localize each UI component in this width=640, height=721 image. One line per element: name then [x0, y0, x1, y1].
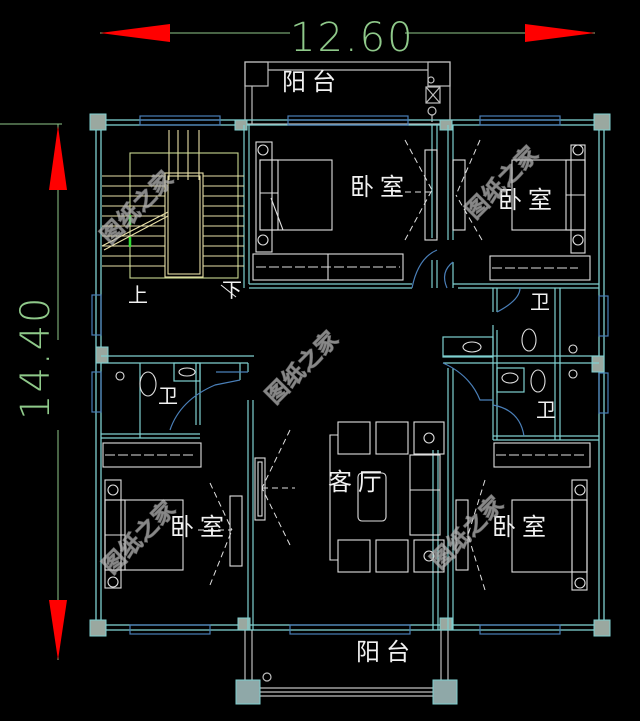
living-room-label: 客厅: [328, 468, 388, 496]
stair-up-label: 上: [128, 283, 148, 307]
arrow-left-icon: [100, 24, 170, 42]
arrow-right-icon: [525, 24, 595, 42]
balcony-bottom-label: 阳台: [356, 638, 416, 666]
bathroom-right-bottom-label: 卫: [536, 398, 556, 422]
corner-columns: [89, 113, 611, 637]
doors: [169, 249, 525, 437]
interior-walls: [101, 125, 599, 630]
bathroom-right-top-label: 卫: [530, 290, 550, 314]
furniture: [102, 141, 591, 591]
arrow-up-icon: [49, 126, 67, 190]
bathroom-left-label: 卫: [158, 384, 178, 408]
balcony-top-label: 阳台: [282, 68, 342, 96]
arrow-down-icon: [49, 600, 67, 660]
windows: [91, 115, 609, 635]
balcony-top: [244, 61, 451, 125]
depth-dimension: [0, 123, 67, 660]
width-dimension: [100, 24, 595, 42]
stair-down-label: 下: [222, 278, 242, 302]
bedroom-bottom-left-label: 卧室: [170, 513, 230, 541]
depth-dimension-label: 14.40: [13, 295, 59, 420]
balcony-bottom: [244, 630, 449, 697]
lamp-icon: [257, 144, 269, 156]
bedroom-top-right-label: 卧室: [498, 186, 558, 214]
bedroom-bottom-right-label: 卧室: [492, 513, 552, 541]
staircase: [101, 130, 244, 298]
sightlines: [198, 139, 486, 591]
bedroom-top-center-label: 卧室: [350, 173, 410, 201]
width-dimension-label: 12.60: [290, 15, 415, 61]
